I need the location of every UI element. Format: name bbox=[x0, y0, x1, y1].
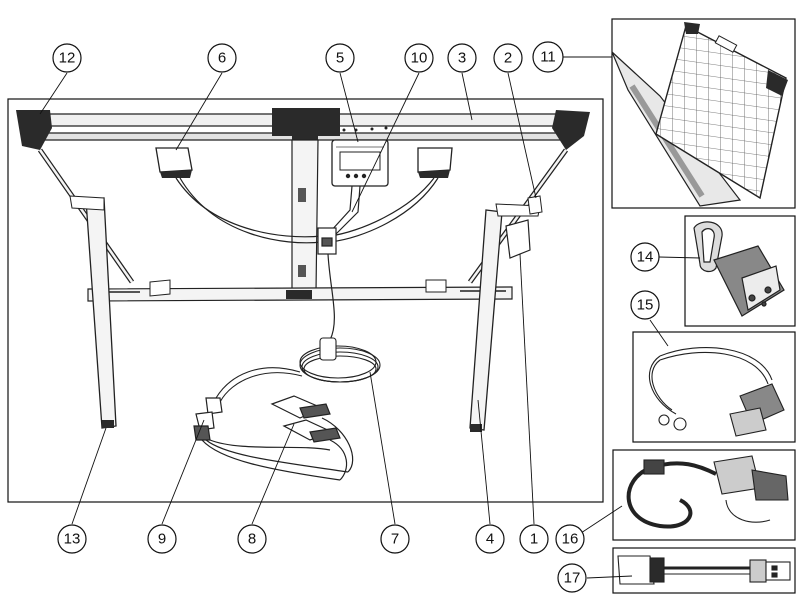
callout-9-label: 9 bbox=[158, 531, 166, 548]
callout-14-label: 14 bbox=[637, 249, 654, 266]
inset-plug-cable-frame bbox=[612, 449, 796, 541]
callout-8: 8 bbox=[237, 524, 267, 554]
callout-11-label: 11 bbox=[540, 49, 556, 66]
callout-3: 3 bbox=[447, 43, 477, 73]
callout-5-label: 5 bbox=[336, 50, 344, 67]
anderson-connector bbox=[693, 221, 785, 317]
leader-lines bbox=[39, 56, 701, 579]
panel-wiring bbox=[175, 177, 439, 341]
socket-adapter-cable bbox=[617, 555, 791, 585]
callout-10-label: 10 bbox=[411, 50, 428, 67]
left-leg bbox=[69, 195, 117, 429]
callout-14: 14 bbox=[630, 242, 660, 272]
callout-17: 17 bbox=[557, 563, 587, 593]
callout-4: 4 bbox=[475, 524, 505, 554]
callout-6: 6 bbox=[207, 43, 237, 73]
folded-solar-case bbox=[611, 22, 788, 207]
callout-17-label: 17 bbox=[564, 570, 581, 587]
callout-12: 12 bbox=[52, 43, 82, 73]
callout-1-label: 1 bbox=[530, 531, 538, 548]
callout-15: 15 bbox=[630, 290, 660, 320]
inset-adapter-frame bbox=[612, 547, 796, 594]
callout-7: 7 bbox=[380, 524, 410, 554]
callout-15-label: 15 bbox=[637, 297, 654, 314]
callout-6-label: 6 bbox=[218, 50, 226, 67]
inset-folded-case-frame bbox=[611, 18, 796, 209]
main-illustration-frame bbox=[7, 98, 604, 503]
battery-clamp-cable bbox=[193, 395, 354, 481]
right-junction-box bbox=[417, 147, 453, 178]
callout-13: 13 bbox=[57, 524, 87, 554]
ring-terminal-cable bbox=[648, 347, 785, 437]
callout-13-label: 13 bbox=[64, 531, 81, 548]
inset-connector-frame bbox=[684, 215, 796, 327]
callout-3-label: 3 bbox=[458, 50, 466, 67]
callout-16-label: 16 bbox=[562, 531, 579, 548]
plug-extension-cable bbox=[626, 455, 789, 529]
extension-cable-coil bbox=[215, 337, 381, 403]
callout-2: 2 bbox=[493, 43, 523, 73]
callout-9: 9 bbox=[147, 524, 177, 554]
callout-11: 11 bbox=[532, 41, 564, 73]
charge-controller bbox=[331, 126, 389, 187]
callout-16: 16 bbox=[555, 524, 585, 554]
callout-2-label: 2 bbox=[504, 50, 512, 67]
callout-5: 5 bbox=[325, 43, 355, 73]
callout-12-label: 12 bbox=[59, 50, 76, 67]
callout-8-label: 8 bbox=[248, 531, 256, 548]
callout-7-label: 7 bbox=[391, 531, 399, 548]
callout-1: 1 bbox=[519, 524, 549, 554]
inset-ring-cable-frame bbox=[632, 331, 796, 443]
left-junction-box bbox=[155, 147, 193, 178]
callout-10: 10 bbox=[404, 43, 434, 73]
callout-4-label: 4 bbox=[486, 531, 494, 548]
